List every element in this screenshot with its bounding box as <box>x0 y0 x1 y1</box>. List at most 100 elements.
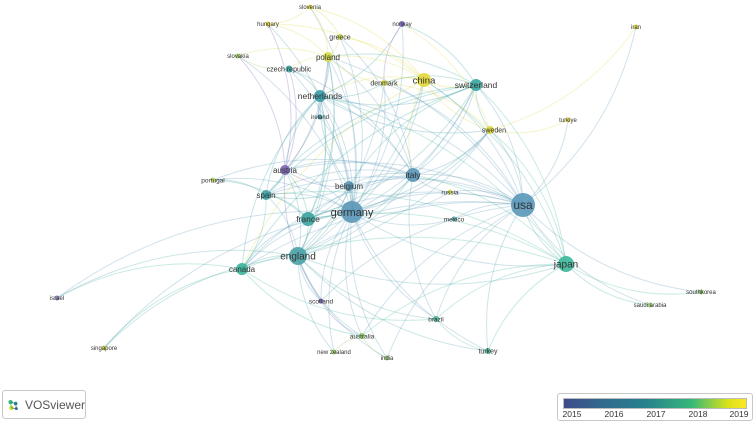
network-nodes <box>54 4 704 361</box>
node-canada[interactable] <box>236 263 248 275</box>
link-austria-hungary <box>267 23 292 171</box>
node-label-turkiye: turkiye <box>559 118 577 124</box>
vosviewer-logo[interactable]: VOSviewer <box>2 390 86 419</box>
link-france-netherlands <box>307 95 327 220</box>
node-label-turkey: turkey <box>478 348 498 355</box>
node-turkiye[interactable] <box>565 117 571 123</box>
link-china-greece <box>339 36 425 81</box>
link-china-poland <box>327 55 425 81</box>
link-austria-scotland <box>283 169 322 302</box>
node-iran[interactable] <box>633 24 639 30</box>
link-germany-china <box>351 79 425 213</box>
link-poland-denmark <box>327 56 385 84</box>
legend-tick-2015: 2015 <box>562 409 582 419</box>
node-slovakia[interactable] <box>235 53 241 59</box>
link-usa-turkey <box>486 204 524 352</box>
link-japan-southkorea <box>565 263 702 295</box>
link-austria-poland <box>284 56 329 171</box>
link-usa-spain <box>265 176 524 206</box>
node-france[interactable] <box>301 212 315 226</box>
node-italy[interactable] <box>406 168 420 182</box>
node-label-spain: spain <box>256 191 275 200</box>
node-spain[interactable] <box>261 190 271 200</box>
node-singapore[interactable] <box>101 345 107 351</box>
link-england-belgium <box>297 185 350 257</box>
link-italy-sweden <box>412 129 491 176</box>
color-scale-bar <box>563 398 747 409</box>
node-southkorea[interactable] <box>698 289 704 295</box>
node-label-czech-republic: czech republic <box>267 66 312 73</box>
link-brazil-turkey <box>435 318 489 352</box>
link-netherlands-denmark <box>319 82 385 98</box>
link-canada-australia <box>241 268 363 337</box>
link-germany-denmark <box>351 82 386 213</box>
node-scotland[interactable] <box>318 298 324 304</box>
node-label-netherlands: netherlands <box>298 91 342 101</box>
node-hungary[interactable] <box>265 21 271 27</box>
node-india[interactable] <box>384 355 390 361</box>
node-norway[interactable] <box>399 21 405 27</box>
node-russia[interactable] <box>447 189 453 195</box>
link-spain-belgium <box>265 185 350 200</box>
node-netherlands[interactable] <box>314 90 326 102</box>
link-netherlands-belgium <box>319 95 350 187</box>
node-ireland[interactable] <box>317 114 323 120</box>
link-germany-slovakia <box>237 55 353 213</box>
node-new-zealand[interactable] <box>331 349 337 355</box>
node-turkey[interactable] <box>485 348 491 354</box>
link-france-canada <box>241 218 309 270</box>
link-italy-spain <box>265 169 414 196</box>
node-poland[interactable] <box>323 52 333 62</box>
node-australia[interactable] <box>359 333 365 339</box>
node-portugal[interactable] <box>210 177 216 183</box>
link-poland-hungary <box>267 23 329 58</box>
link-england-new-zealand <box>297 255 335 353</box>
link-japan-italy <box>412 174 567 265</box>
node-denmark[interactable] <box>381 80 387 86</box>
node-slovenia[interactable] <box>307 4 313 10</box>
link-netherlands-norway <box>319 23 403 97</box>
node-czech-republic[interactable] <box>285 65 293 73</box>
node-sweden[interactable] <box>486 126 494 134</box>
link-germany-mexico <box>351 211 455 226</box>
link-germany-sweden <box>351 129 491 213</box>
link-japan-china <box>423 79 567 265</box>
link-switzerland-poland <box>327 53 477 86</box>
link-italy-portugal <box>212 158 414 181</box>
node-label-slovenia: slovenia <box>299 5 322 11</box>
link-canada-brazil <box>241 268 437 321</box>
link-usa-denmark <box>383 82 524 206</box>
link-usa-scotland <box>320 204 524 302</box>
link-japan-brazil <box>435 263 567 320</box>
node-israel[interactable] <box>54 295 60 301</box>
node-usa[interactable] <box>511 193 535 217</box>
link-sweden-turkiye <box>489 119 569 134</box>
node-belgium[interactable] <box>344 181 354 191</box>
node-greece[interactable] <box>337 34 343 40</box>
link-germany-czech-republic <box>288 68 353 213</box>
link-england-switzerland <box>297 84 477 257</box>
node-germany[interactable] <box>341 201 363 223</box>
node-label-poland: poland <box>316 53 340 62</box>
node-china[interactable] <box>417 73 431 87</box>
node-england[interactable] <box>289 247 307 265</box>
link-italy-canada <box>241 174 414 270</box>
node-label-usa: usa <box>513 198 533 212</box>
link-england-sweden <box>297 129 491 257</box>
node-label-new-zealand: new zealand <box>317 350 351 356</box>
link-japan-sweden <box>489 129 567 265</box>
node-saudi-arabia[interactable] <box>647 302 653 308</box>
node-japan[interactable] <box>558 256 574 272</box>
node-label-switzerland: switzerland <box>455 80 498 90</box>
node-label-portugal: portugal <box>201 177 225 184</box>
node-brazil[interactable] <box>433 316 439 322</box>
node-mexico[interactable] <box>451 216 457 222</box>
link-netherlands-sweden <box>319 95 491 134</box>
node-austria[interactable] <box>280 165 290 175</box>
link-germany-russia <box>351 191 451 215</box>
link-switzerland-denmark <box>383 75 477 86</box>
link-italy-austria <box>284 160 414 176</box>
node-label-russia: russia <box>441 189 459 196</box>
node-switzerland[interactable] <box>470 79 482 91</box>
